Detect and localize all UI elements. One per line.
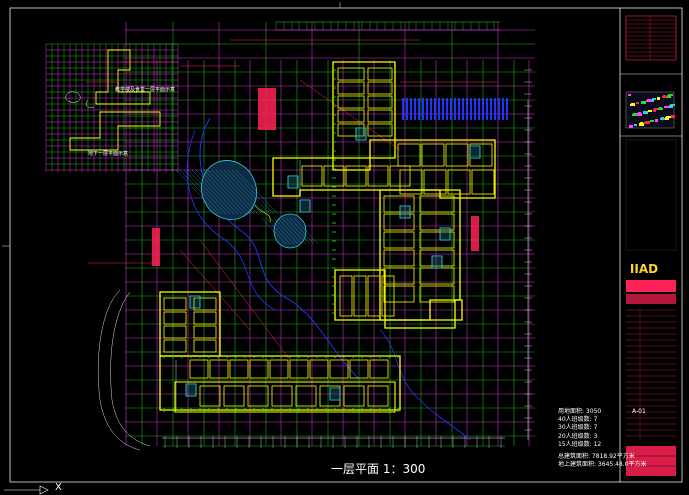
keyplan-label: 教学楼及食堂一层平面示意 <box>115 87 176 93</box>
title-block <box>625 15 677 476</box>
plan-title: 一层平面 1：300 <box>331 462 426 476</box>
site-features <box>97 88 508 451</box>
stat-line: 用地面积: 3050 <box>558 408 602 415</box>
stat-line: 地上建筑面积: 3645.48.0平方米 <box>558 461 647 469</box>
building-floor-plan <box>159 61 496 413</box>
stat-line: 15人班级数: 12 <box>558 440 602 448</box>
sheet-number: A-01 <box>632 408 646 415</box>
ucs-x-label: X <box>55 482 62 493</box>
ucs-icon <box>4 485 49 495</box>
structural-grid <box>88 21 535 448</box>
pond-large <box>201 160 257 220</box>
stat-line: 30人班级数: 7 <box>558 424 598 432</box>
area-statistics: 用地面积: 3050 40人班级数: 7 30人班级数: 7 20人班级数: 3… <box>558 408 646 469</box>
stat-line: 40人班级数: 7 <box>558 416 598 424</box>
stat-line: 总建筑面积: 7818.92平方米 <box>558 453 635 461</box>
stat-line: 20人班级数: 3 <box>558 432 598 440</box>
firm-logo: IIAD <box>629 262 659 276</box>
sheet-border <box>2 2 683 483</box>
keyplan-label: 地下一层平面示意 <box>88 151 129 157</box>
